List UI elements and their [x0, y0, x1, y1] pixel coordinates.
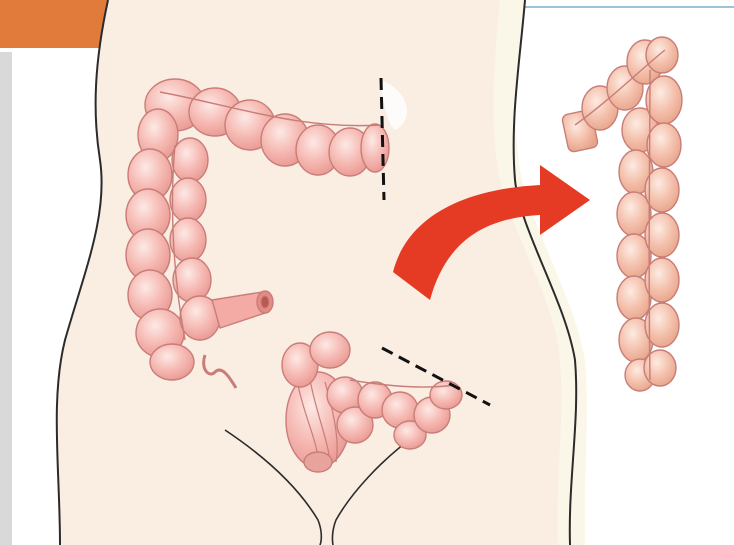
slide — [0, 0, 734, 545]
colon-resection-illustration — [0, 0, 734, 545]
